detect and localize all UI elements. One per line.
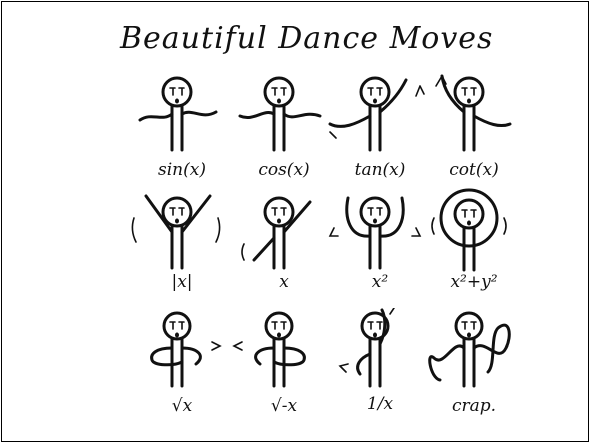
dance-move-square: x²	[320, 188, 440, 300]
dance-move-abs: |x|	[122, 188, 242, 300]
stick-figure-dancer-icon	[435, 74, 512, 152]
dance-move-crap: crap.	[414, 308, 534, 420]
stick-figure-dancer-icon	[431, 188, 507, 272]
move-label: 1/x	[366, 394, 394, 414]
stick-figure-dancer-icon	[138, 76, 218, 152]
stick-figure-dancer-icon	[150, 311, 222, 388]
move-label: x²	[371, 272, 389, 292]
move-label: tan(x)	[354, 160, 406, 180]
dance-move-sin: sin(x)	[122, 72, 242, 184]
move-label: √-x	[270, 396, 298, 416]
move-label: √x	[171, 396, 193, 416]
dance-move-cos: cos(x)	[224, 72, 344, 184]
stick-figure-dancer-icon	[428, 311, 511, 388]
move-label: sin(x)	[158, 160, 206, 180]
move-label: cos(x)	[258, 160, 310, 180]
move-label: x²+y²	[450, 272, 498, 292]
stick-figure-dancer-icon	[328, 196, 422, 270]
stick-figure-dancer-icon	[238, 76, 322, 152]
stick-figure-dancer-icon	[338, 308, 395, 388]
comic-title: Beautiful Dance Moves	[120, 21, 494, 56]
stick-figure-dancer-icon	[328, 76, 425, 152]
dance-move-identity: x	[224, 188, 344, 300]
stick-figure-dancer-icon	[232, 311, 306, 388]
stick-figure-dancer-icon	[131, 194, 221, 270]
move-label: |x|	[171, 272, 193, 292]
move-label: x	[279, 272, 289, 292]
dance-move-reciprocal: 1/x	[320, 308, 440, 420]
dance-move-circle: x²+y²	[414, 188, 534, 300]
dance-move-tan: tan(x)	[320, 72, 440, 184]
move-label: crap.	[451, 396, 497, 416]
dance-move-sqrt-neg: √-x	[224, 308, 344, 420]
stick-figure-dancer-icon	[241, 196, 312, 270]
dance-move-sqrt: √x	[122, 308, 242, 420]
move-label: cot(x)	[449, 160, 499, 180]
dance-move-cot: cot(x)	[414, 72, 534, 184]
